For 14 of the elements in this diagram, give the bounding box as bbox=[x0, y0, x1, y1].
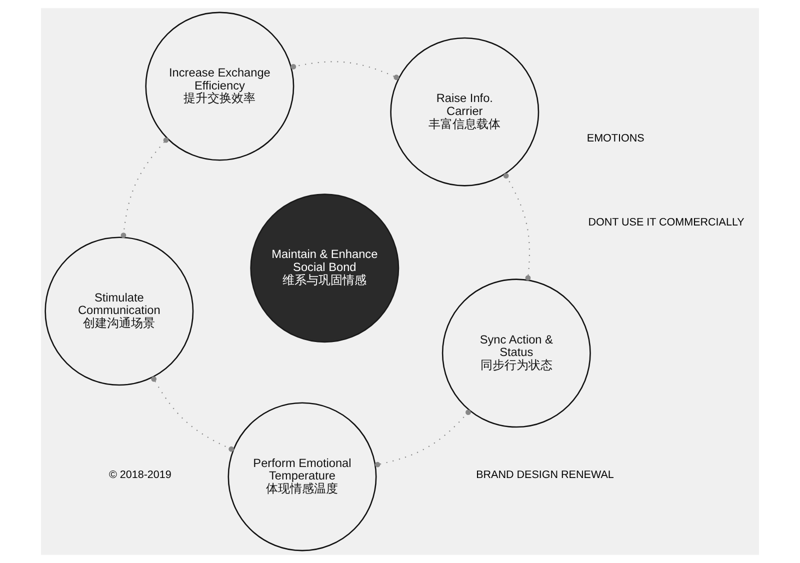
label: © 2018-2019 bbox=[108, 468, 172, 481]
connector bbox=[151, 376, 234, 452]
node-circle: Maintain & Enhance Social Bond 维系与巩固情感 bbox=[250, 194, 400, 343]
node-circle: Stimulate Communication 创建沟通场景 bbox=[44, 236, 194, 386]
connector bbox=[503, 173, 531, 281]
label: BRAND DESIGN RENEWAL bbox=[476, 468, 614, 481]
connector bbox=[374, 410, 471, 468]
node-circle: Raise Info. Carrier 丰富信息载体 bbox=[390, 37, 540, 186]
label: DONT USE IT COMMERCIALLY bbox=[588, 216, 744, 229]
connector bbox=[120, 137, 169, 238]
node-circle: Increase Exchange Efficiency 提升交换效率 bbox=[145, 12, 294, 161]
node-circle: Sync Action & Status 同步行为状态 bbox=[442, 278, 591, 428]
connector bbox=[290, 61, 400, 80]
label: EMOTIONS bbox=[586, 132, 644, 144]
